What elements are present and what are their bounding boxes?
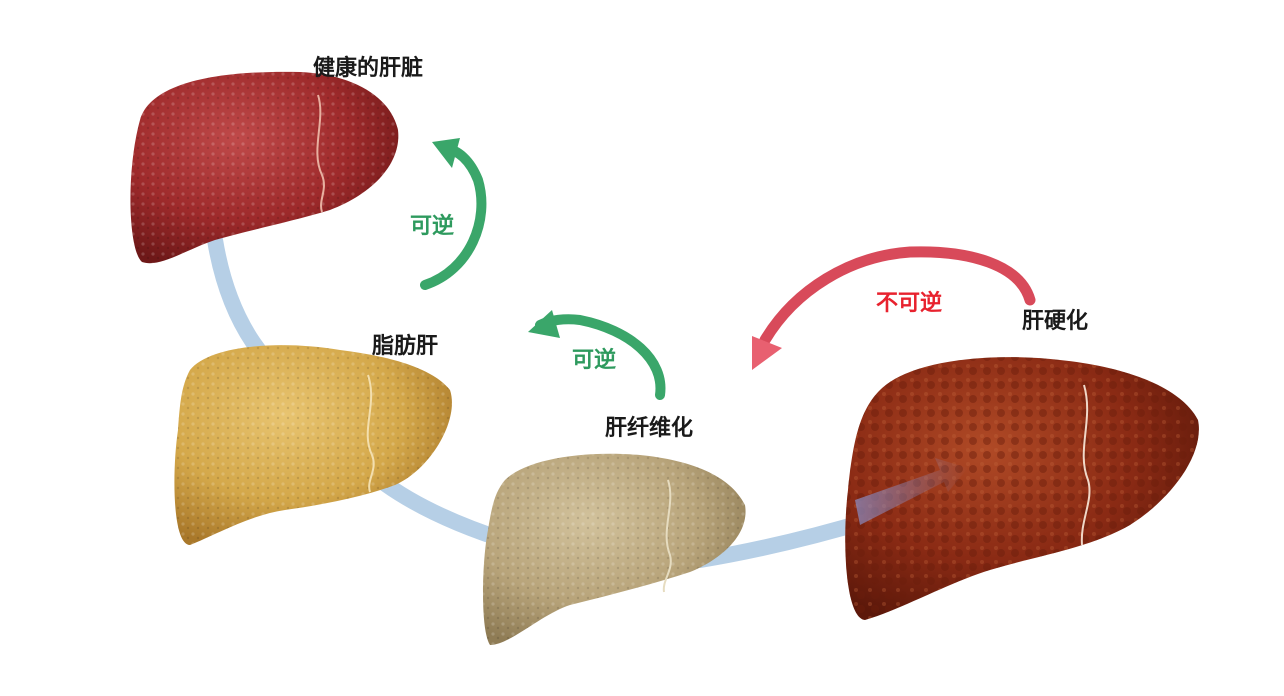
transition-label-irreversible: 不可逆 (876, 285, 942, 317)
stage-label-fibrosis: 肝纤维化 (605, 410, 693, 442)
stage-label-healthy: 健康的肝脏 (313, 50, 423, 82)
cirrhosis-liver-illustration (845, 357, 1199, 620)
transition-label-reversible-1: 可逆 (410, 208, 454, 240)
stage-label-fatty: 脂肪肝 (372, 328, 438, 360)
transition-label-reversible-2: 可逆 (572, 342, 616, 374)
stage-label-cirrhosis: 肝硬化 (1022, 303, 1088, 335)
fibrosis-liver-illustration (483, 454, 746, 645)
fatty-liver-illustration (174, 345, 452, 545)
healthy-liver-illustration (130, 72, 398, 263)
